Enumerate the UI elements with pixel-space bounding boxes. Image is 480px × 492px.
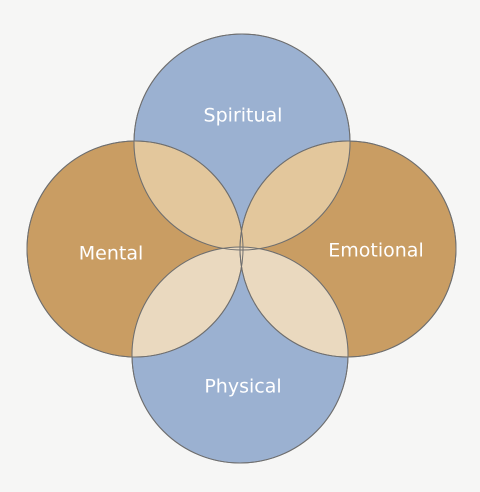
label-spiritual: Spiritual xyxy=(204,105,283,127)
label-emotional: Emotional xyxy=(328,240,423,262)
label-mental: Mental xyxy=(79,243,144,265)
label-physical: Physical xyxy=(204,376,281,398)
